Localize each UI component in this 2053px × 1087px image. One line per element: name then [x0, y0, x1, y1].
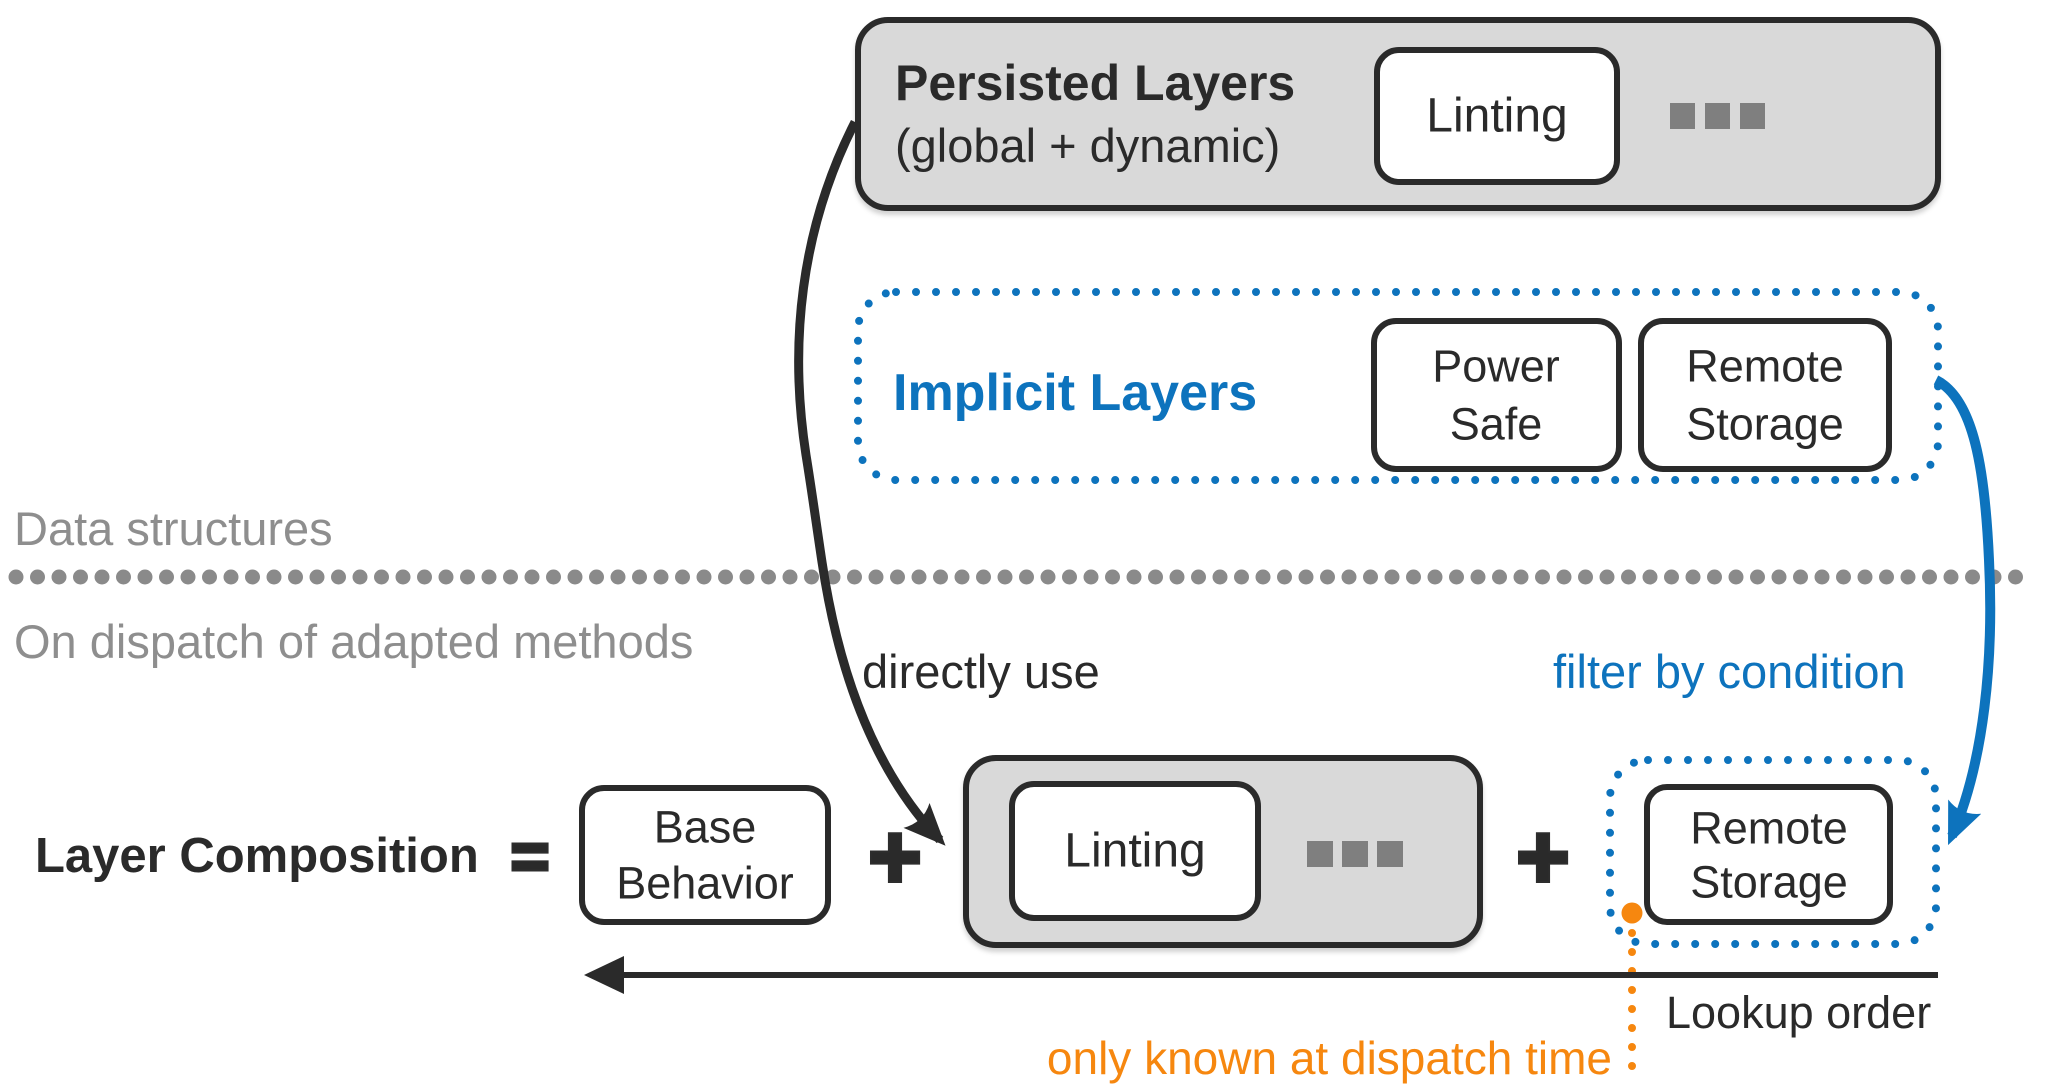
plus-symbol-2: + [1516, 806, 1570, 908]
data-structures-label: Data structures [14, 502, 333, 555]
base-behavior-line1: Base [654, 802, 757, 853]
equals-symbol: = [511, 819, 550, 893]
power-safe-chip [1371, 318, 1622, 472]
remote-storage-chip-bottom [1644, 784, 1893, 925]
power-safe-chip-line1: Power [1432, 341, 1560, 392]
filter-by-condition-arrow [1933, 375, 1996, 846]
persisted-layers-subtitle: (global + dynamic) [895, 119, 1280, 172]
on-dispatch-label: On dispatch of adapted methods [14, 615, 693, 668]
remote-storage-chip-top [1638, 318, 1892, 472]
dispatch-time-dot [1621, 902, 1643, 924]
plus-symbol-1: + [868, 806, 922, 908]
remote-storage-chip-top-line1: Remote [1686, 341, 1844, 392]
persisted-layers-title: Persisted Layers [895, 55, 1295, 111]
linting-chip-top [1374, 47, 1620, 185]
only-known-at-dispatch-label: only known at dispatch time [1047, 1032, 1612, 1084]
dispatch-filtered-dotted-box [1606, 756, 1940, 948]
layer-composition-label: Layer Composition [35, 829, 479, 883]
more-layers-icon [1670, 103, 1765, 129]
remote-storage-chip-top-line2: Storage [1686, 399, 1844, 450]
linting-chip-bottom [1009, 781, 1261, 921]
arrow-left-head [584, 956, 624, 994]
lookup-order-arrow [584, 956, 1938, 994]
more-layers-icon [1307, 841, 1403, 867]
lookup-order-label: Lookup order [1666, 987, 1931, 1038]
implicit-layers-title: Implicit Layers [893, 364, 1257, 422]
directly-use-arrow [794, 119, 946, 846]
directly-use-label: directly use [862, 645, 1100, 698]
linting-chip-bottom-label: Linting [1064, 825, 1205, 878]
remote-storage-chip-bottom-line2: Storage [1690, 857, 1848, 908]
linting-chip-top-label: Linting [1426, 90, 1567, 143]
filter-by-condition-label: filter by condition [1553, 645, 1906, 698]
power-safe-chip-line2: Safe [1450, 399, 1543, 450]
base-behavior-chip [579, 785, 831, 925]
base-behavior-line2: Behavior [616, 858, 794, 909]
remote-storage-chip-bottom-line1: Remote [1690, 803, 1848, 854]
